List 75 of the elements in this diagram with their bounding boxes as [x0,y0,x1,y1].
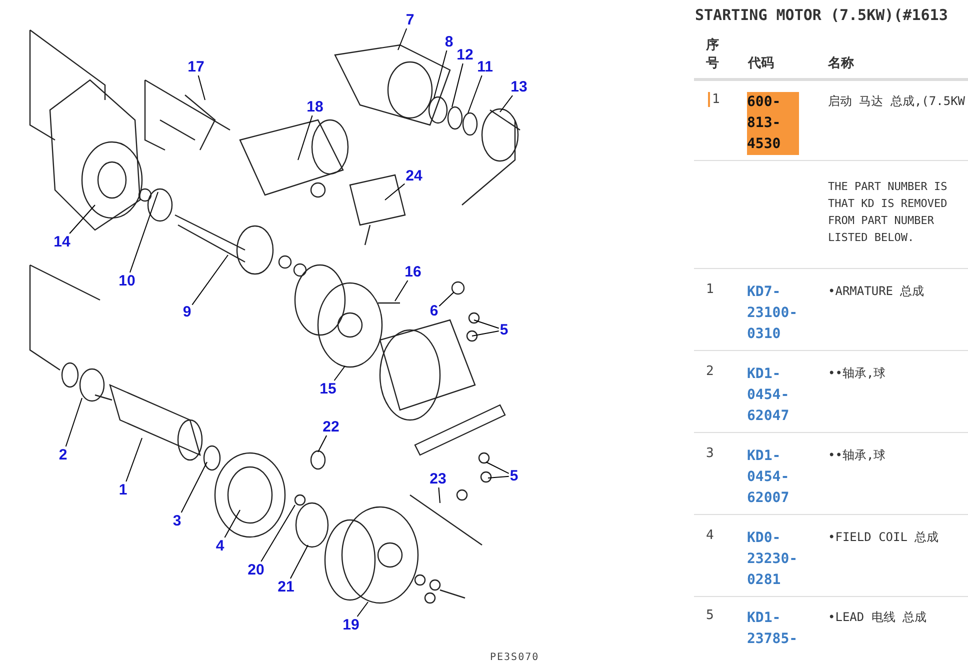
leader-line [129,192,158,273]
callout-number: 20 [248,562,264,578]
callout-number: 5 [510,468,518,484]
callout-number: 4 [216,538,224,554]
row-number: 5 [706,608,714,623]
leader-line [198,75,206,100]
part-number: KD1-0454-62007 [747,447,790,508]
callout-number: 5 [500,322,508,338]
part-number: KD7-23100-0310 [747,283,799,344]
callout-number: 1 [118,482,128,498]
note-text: THE PART NUMBER IS THAT KD IS REMOVED FROM PART NUMBER LISTED BELOW. [828,179,948,246]
part-number: KD0-23230-0281 [747,529,799,590]
leader-line [384,183,406,200]
leader-line [452,63,464,108]
leader-line [180,462,208,513]
callout-number: 3 [172,514,182,528]
leader-line [468,75,482,114]
part-name: ••轴承,球 [828,447,887,464]
leader-line [438,487,440,504]
leader-line [192,254,228,306]
callout-number: 11 [477,60,493,74]
callout-number: 18 [306,100,324,114]
column-header: 序号 [706,36,720,72]
callout-number: 14 [54,234,70,250]
leader-line [356,602,368,617]
page-title: STARTING MOTOR (7.5KW)(#1613 [695,6,948,24]
callout-number: 23 [430,472,446,486]
leader-line [486,462,510,474]
part-number: 600-813-4530 [747,92,799,155]
leader-line [260,504,296,562]
leader-line [126,438,142,482]
row-number: 3 [706,446,714,461]
row-number: 2 [706,364,714,379]
leader-line [438,292,454,307]
leader-line [65,398,82,447]
leader-line [290,544,308,579]
callout-number: 12 [456,48,474,62]
column-header: 名称 [828,55,854,72]
row-number: 4 [706,528,714,543]
leader-line [500,95,514,112]
leader-line [474,320,500,329]
part-name: 启动 马达 总成,(7.5KW [828,93,966,110]
callout-number: 19 [342,618,360,632]
callout-number: 8 [444,34,454,50]
leader-line [472,330,500,336]
leader-line [434,50,448,98]
callout-number: 2 [58,448,68,462]
callout-number: 22 [322,420,340,434]
callout-number: 10 [118,274,136,288]
callout-number: 16 [404,264,422,280]
callout-number: 9 [182,304,192,320]
leader-line [394,280,408,302]
callout-number: 24 [406,168,422,184]
part-number: KD1-23785- [747,609,799,649]
part-number: KD1-0454-62047 [747,365,790,426]
leader-line [398,28,408,50]
callout-number: 7 [406,12,414,28]
callout-number: 17 [188,60,204,74]
callout-number: 21 [278,580,294,594]
part-name: •ARMATURE 总成 [828,283,926,300]
drawing-code: PE3S070 [490,652,540,663]
part-name: •LEAD 电线 总成 [828,609,928,626]
part-name: ••轴承,球 [828,365,887,382]
leader-line [488,476,510,478]
part-name: •FIELD COIL 总成 [828,529,940,546]
leader-line [224,510,240,538]
leader-line [69,204,96,234]
callout-number: 15 [320,382,336,396]
callout-number: 13 [510,80,528,94]
leader-line [318,435,328,452]
callout-number: 6 [430,304,438,318]
row-number: 1 [708,92,720,107]
row-number: 1 [706,282,714,297]
column-header: 代码 [748,55,774,72]
leader-line [334,366,346,381]
